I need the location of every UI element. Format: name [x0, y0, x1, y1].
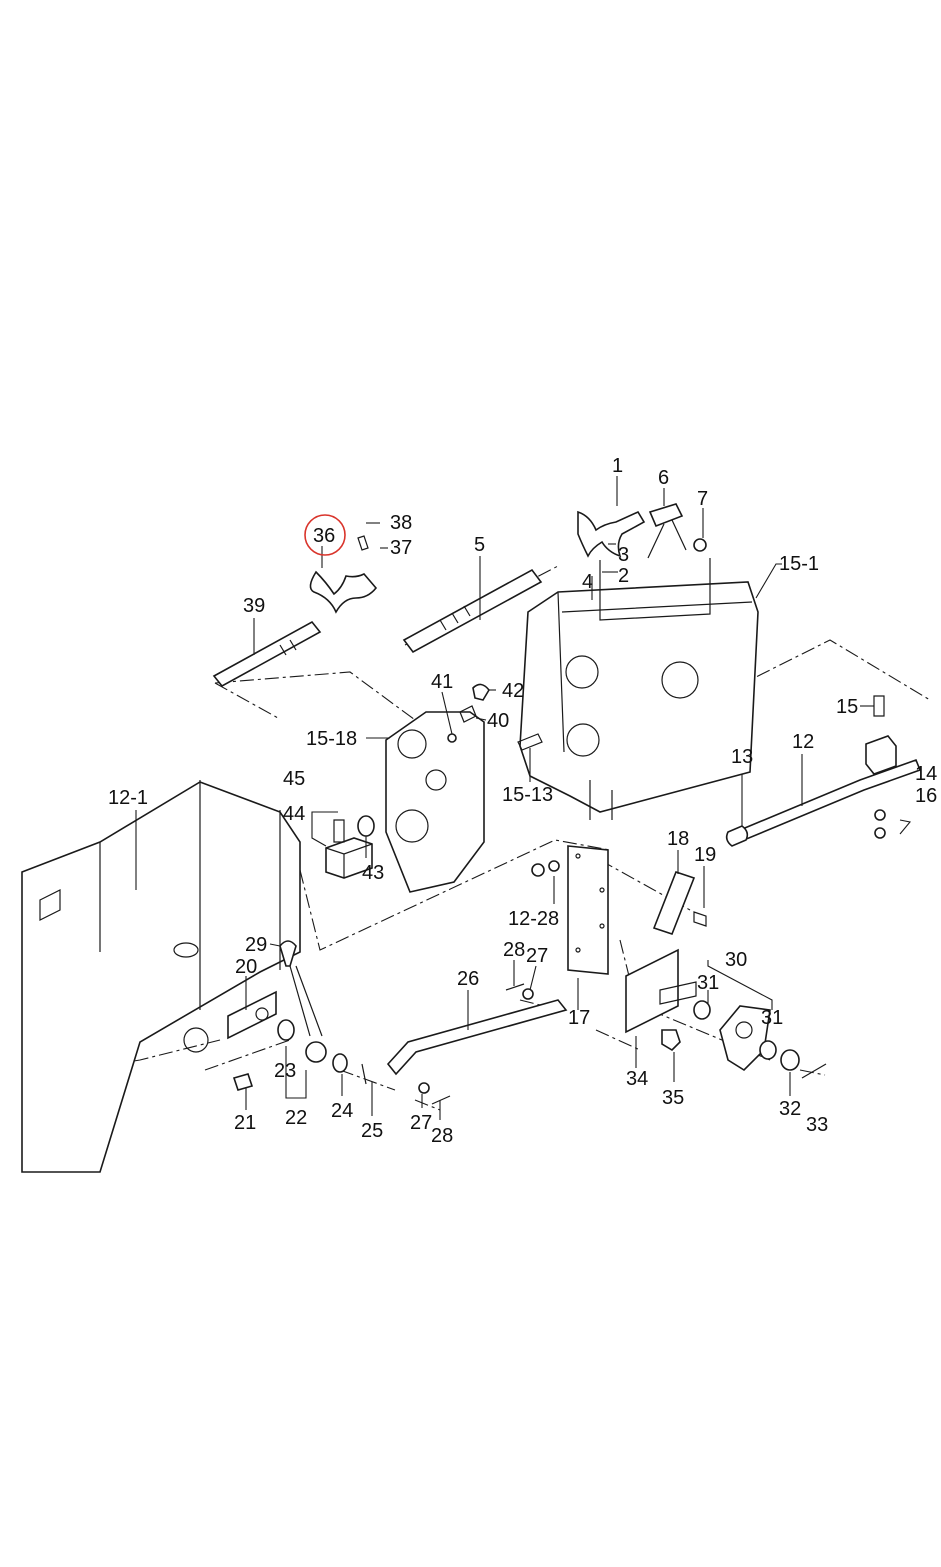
callout-6: 6	[658, 467, 669, 489]
callout-27-upper: 27	[526, 945, 548, 967]
callout-44: 44	[283, 803, 305, 825]
callout-5: 5	[474, 534, 485, 556]
plate-17	[567, 845, 609, 975]
callout-30: 30	[725, 949, 747, 971]
pin-25	[361, 1063, 367, 1085]
callout-28-lower: 28	[431, 1125, 453, 1147]
pad-18	[652, 871, 696, 935]
callout-38: 38	[390, 512, 412, 534]
callout-labels: 1 2 3 4 5 6 7 12 12-1 12-28 13 14 15 15-…	[108, 455, 937, 1147]
callout-32: 32	[779, 1098, 801, 1120]
callout-37: 37	[390, 537, 412, 559]
callout-21: 21	[234, 1112, 256, 1134]
callout-42: 42	[502, 680, 524, 702]
ball-41	[447, 733, 457, 743]
knob-29	[279, 940, 297, 967]
callout-26: 26	[457, 968, 479, 990]
callout-35: 35	[662, 1087, 684, 1109]
callout-34: 34	[626, 1068, 648, 1090]
callout-1: 1	[612, 455, 623, 477]
ring-7	[693, 538, 707, 552]
callout-20: 20	[235, 956, 257, 978]
shift-rod-5	[402, 568, 543, 654]
plate-20	[227, 990, 277, 1040]
callout-12-28: 12-28	[508, 908, 559, 930]
callout-19: 19	[694, 844, 716, 866]
knob-13	[725, 825, 749, 847]
nut-16	[874, 809, 886, 821]
washer-43	[357, 815, 375, 837]
callout-15-18: 15-18	[306, 728, 357, 750]
shift-arm-6	[648, 503, 684, 528]
pin-33	[801, 1063, 827, 1079]
callout-39: 39	[243, 595, 265, 617]
callout-24: 24	[331, 1100, 353, 1122]
cover-15-18	[385, 711, 485, 893]
washer-32	[780, 1049, 800, 1071]
callout-31-left: 31	[697, 972, 719, 994]
callout-14: 14	[915, 763, 937, 785]
washer-24	[332, 1053, 348, 1073]
gearbox-housing-15-1	[519, 581, 759, 813]
callout-15-1: 15-1	[779, 553, 819, 575]
callout-43: 43	[362, 862, 384, 884]
plug-42	[472, 683, 490, 701]
shift-fork-36	[309, 570, 378, 614]
callout-2: 2	[618, 565, 629, 587]
callout-45: 45	[283, 768, 305, 790]
callout-33: 33	[806, 1114, 828, 1136]
callout-17: 17	[568, 1007, 590, 1029]
callout-12-1: 12-1	[108, 787, 148, 809]
bolt-21	[232, 1073, 254, 1091]
callout-12: 12	[792, 731, 814, 753]
callout-40: 40	[487, 710, 509, 732]
callout-27-lower: 27	[410, 1112, 432, 1134]
callout-31-right: 31	[761, 1007, 783, 1029]
callout-15-13: 15-13	[502, 784, 553, 806]
parts	[21, 503, 922, 1173]
callout-23: 23	[274, 1060, 296, 1082]
callout-15: 15	[836, 696, 858, 718]
callout-16: 16	[915, 785, 937, 807]
callout-22: 22	[285, 1107, 307, 1129]
shift-rod-39	[212, 620, 322, 688]
callout-18: 18	[667, 828, 689, 850]
bracket-15	[865, 735, 897, 775]
callout-29: 29	[245, 934, 267, 956]
leader-lines	[135, 476, 912, 1120]
callout-7: 7	[697, 488, 708, 510]
callout-28-upper: 28	[503, 939, 525, 961]
shift-fork-1	[577, 510, 646, 558]
main-frame-12-1	[21, 781, 301, 1173]
callout-13: 13	[731, 746, 753, 768]
callout-25: 25	[361, 1120, 383, 1142]
highlight-circle-36	[304, 514, 346, 556]
callout-36: 36	[313, 525, 335, 547]
plate-34	[625, 948, 679, 1034]
shift-lever-12	[738, 758, 922, 842]
callout-4: 4	[582, 571, 593, 593]
bolt-35	[661, 1029, 681, 1052]
link-26	[386, 999, 568, 1076]
callout-3: 3	[618, 544, 629, 566]
callout-41: 41	[431, 671, 453, 693]
